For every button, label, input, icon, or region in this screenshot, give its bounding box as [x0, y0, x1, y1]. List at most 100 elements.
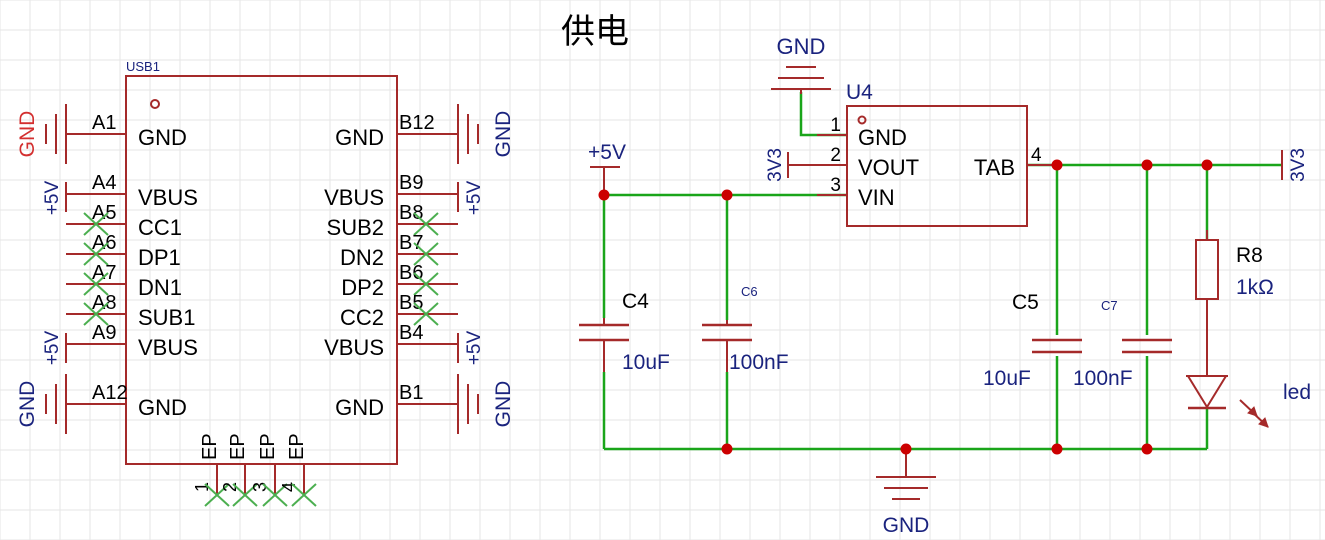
- usb-bottom-pin-number: 3: [250, 482, 270, 492]
- usb-left-pin-name: SUB1: [138, 305, 195, 330]
- usb-left-pin-number: A7: [92, 262, 116, 284]
- usb-left-pin-number: A8: [92, 292, 116, 314]
- u4-pin-num-3: 3: [830, 175, 841, 196]
- vcc-symbol-b4: +5V: [457, 331, 485, 366]
- usb-left-pin-number: A12: [92, 382, 128, 404]
- usb-right-pin-number: B5: [399, 292, 423, 314]
- usb-left-pin-name: DP1: [138, 245, 181, 270]
- no-connect-mark: [83, 272, 109, 296]
- no-connect-mark: [413, 212, 439, 236]
- vcc-symbol-b9: +5V: [457, 181, 485, 215]
- net-label-gnd-a1: GND: [16, 111, 39, 158]
- no-connect-mark: [413, 272, 439, 296]
- no-connect-mark: [83, 212, 109, 236]
- no-connect-mark: [413, 302, 439, 326]
- usb-right-pin-number: B6: [399, 262, 423, 284]
- c4-ref: C4: [622, 290, 649, 313]
- no-connect-mark: [232, 483, 258, 507]
- usb-designator: USB1: [126, 59, 160, 74]
- gnd-symbol-u4: GND: [771, 34, 831, 94]
- junction-dot: [1201, 159, 1213, 171]
- usb-left-pin-number: A1: [92, 112, 116, 134]
- usb-left-pin-name: GND: [138, 395, 187, 420]
- usb-bottom-pin-name: EP: [227, 433, 249, 460]
- junctions: [598, 159, 1213, 455]
- capacitor-c5[interactable]: C5 10uF: [983, 291, 1082, 390]
- usb-connector[interactable]: USB1 A1GNDA4VBUSA5CC1A6DP1A7DN1A8SUB1A9V…: [66, 59, 458, 507]
- r8-ref: R8: [1236, 244, 1263, 267]
- pin1-marker: [150, 99, 160, 109]
- led[interactable]: led: [1186, 375, 1311, 428]
- u4-pin-name-vin: VIN: [858, 185, 895, 210]
- junction-dot: [721, 443, 733, 455]
- net-label-5v-b4: +5V: [464, 331, 485, 366]
- vcc-symbol-output: 3V3: [1281, 148, 1309, 182]
- usb-right-pin-number: B7: [399, 232, 423, 254]
- u4-pin-name-gnd: GND: [858, 125, 907, 150]
- capacitor-c7[interactable]: C7 100nF: [1073, 298, 1172, 390]
- usb-body: [125, 75, 398, 465]
- usb-left-pin-name: VBUS: [138, 335, 198, 360]
- usb-right-pin-name: DP2: [341, 275, 384, 300]
- no-connect-mark: [83, 242, 109, 266]
- net-label-gnd-b1: GND: [492, 381, 515, 428]
- usb-left-pin-name: GND: [138, 125, 187, 150]
- usb-right-pin-number: B9: [399, 172, 423, 194]
- junction-dot: [1051, 159, 1063, 171]
- r8-value: 1kΩ: [1236, 276, 1274, 299]
- net-label-gnd-bottom: GND: [883, 514, 930, 537]
- u4-pin1-marker: [857, 115, 867, 125]
- regulator-u4[interactable]: U4 1 2 3 GND VOUT VIN TAB 4 3V3: [765, 81, 1057, 227]
- net-label-5v-input: +5V: [588, 141, 626, 164]
- usb-bottom-pin-name: EP: [199, 433, 221, 460]
- no-connect-mark: [83, 302, 109, 326]
- usb-right-pin-name: DN2: [340, 245, 384, 270]
- net-label-gnd-u4: GND: [777, 34, 826, 59]
- net-label-5v-a9: +5V: [42, 331, 63, 366]
- c7-value: 100nF: [1073, 367, 1133, 390]
- usb-bottom-pin-name: EP: [257, 433, 279, 460]
- net-label-5v-a4: +5V: [42, 181, 63, 216]
- usb-right-pin-name: VBUS: [324, 335, 384, 360]
- usb-left-pin-number: A9: [92, 322, 116, 344]
- usb-left-pin-number: A6: [92, 232, 116, 254]
- vcc-symbol-a9: +5V: [42, 331, 67, 366]
- usb-right-pin-name: GND: [335, 125, 384, 150]
- usb-right-pins: B12GNDB9VBUSB8SUB2B7DN2B6DP2B5CC2B4VBUSB…: [324, 112, 458, 420]
- usb-bottom-pin-number: 1: [192, 482, 212, 492]
- led-label: led: [1283, 381, 1311, 404]
- usb-left-pins: A1GNDA4VBUSA5CC1A6DP1A7DN1A8SUB1A9VBUSA1…: [66, 112, 198, 420]
- u4-pin-num-4: 4: [1031, 145, 1042, 166]
- net-label-gnd-a12: GND: [16, 381, 39, 428]
- usb-bottom-pins: EP 1 EP 2 EP 3 EP 4: [192, 433, 317, 507]
- usb-bottom-pin-number: 2: [220, 482, 240, 492]
- usb-left-pin-name: VBUS: [138, 185, 198, 210]
- gnd-symbol-a12: GND: [16, 374, 67, 434]
- c5-value: 10uF: [983, 367, 1031, 390]
- capacitor-c4[interactable]: C4 10uF: [579, 290, 670, 374]
- usb-left-pin-number: A4: [92, 172, 116, 194]
- junction-dot: [900, 443, 912, 455]
- gnd-symbol-a1: GND: [16, 104, 67, 164]
- c4-value: 10uF: [622, 351, 670, 374]
- junction-dot: [721, 189, 733, 201]
- usb-left-pin-number: A5: [92, 202, 116, 224]
- net-label-gnd-b12: GND: [492, 111, 515, 158]
- u4-pin-name-vout: VOUT: [858, 155, 919, 180]
- c7-ref: C7: [1101, 298, 1118, 313]
- resistor-r8[interactable]: R8 1kΩ: [1195, 230, 1274, 376]
- u4-pin-num-2: 2: [830, 145, 841, 166]
- u4-designator: U4: [846, 81, 873, 104]
- net-label-u4-vout: 3V3: [765, 148, 786, 182]
- gnd-symbol-bottom: GND: [876, 449, 936, 537]
- capacitor-c6[interactable]: C6 100nF: [702, 284, 789, 374]
- usb-bottom-pin-name: EP: [286, 433, 308, 460]
- usb-bottom-pin-number: 4: [279, 482, 299, 492]
- no-connect-mark: [413, 242, 439, 266]
- usb-right-pin-number: B8: [399, 202, 423, 224]
- led-triangle: [1186, 375, 1228, 409]
- usb-right-pin-number: B1: [399, 382, 423, 404]
- usb-left-pin-name: DN1: [138, 275, 182, 300]
- usb-left-pin-name: CC1: [138, 215, 182, 240]
